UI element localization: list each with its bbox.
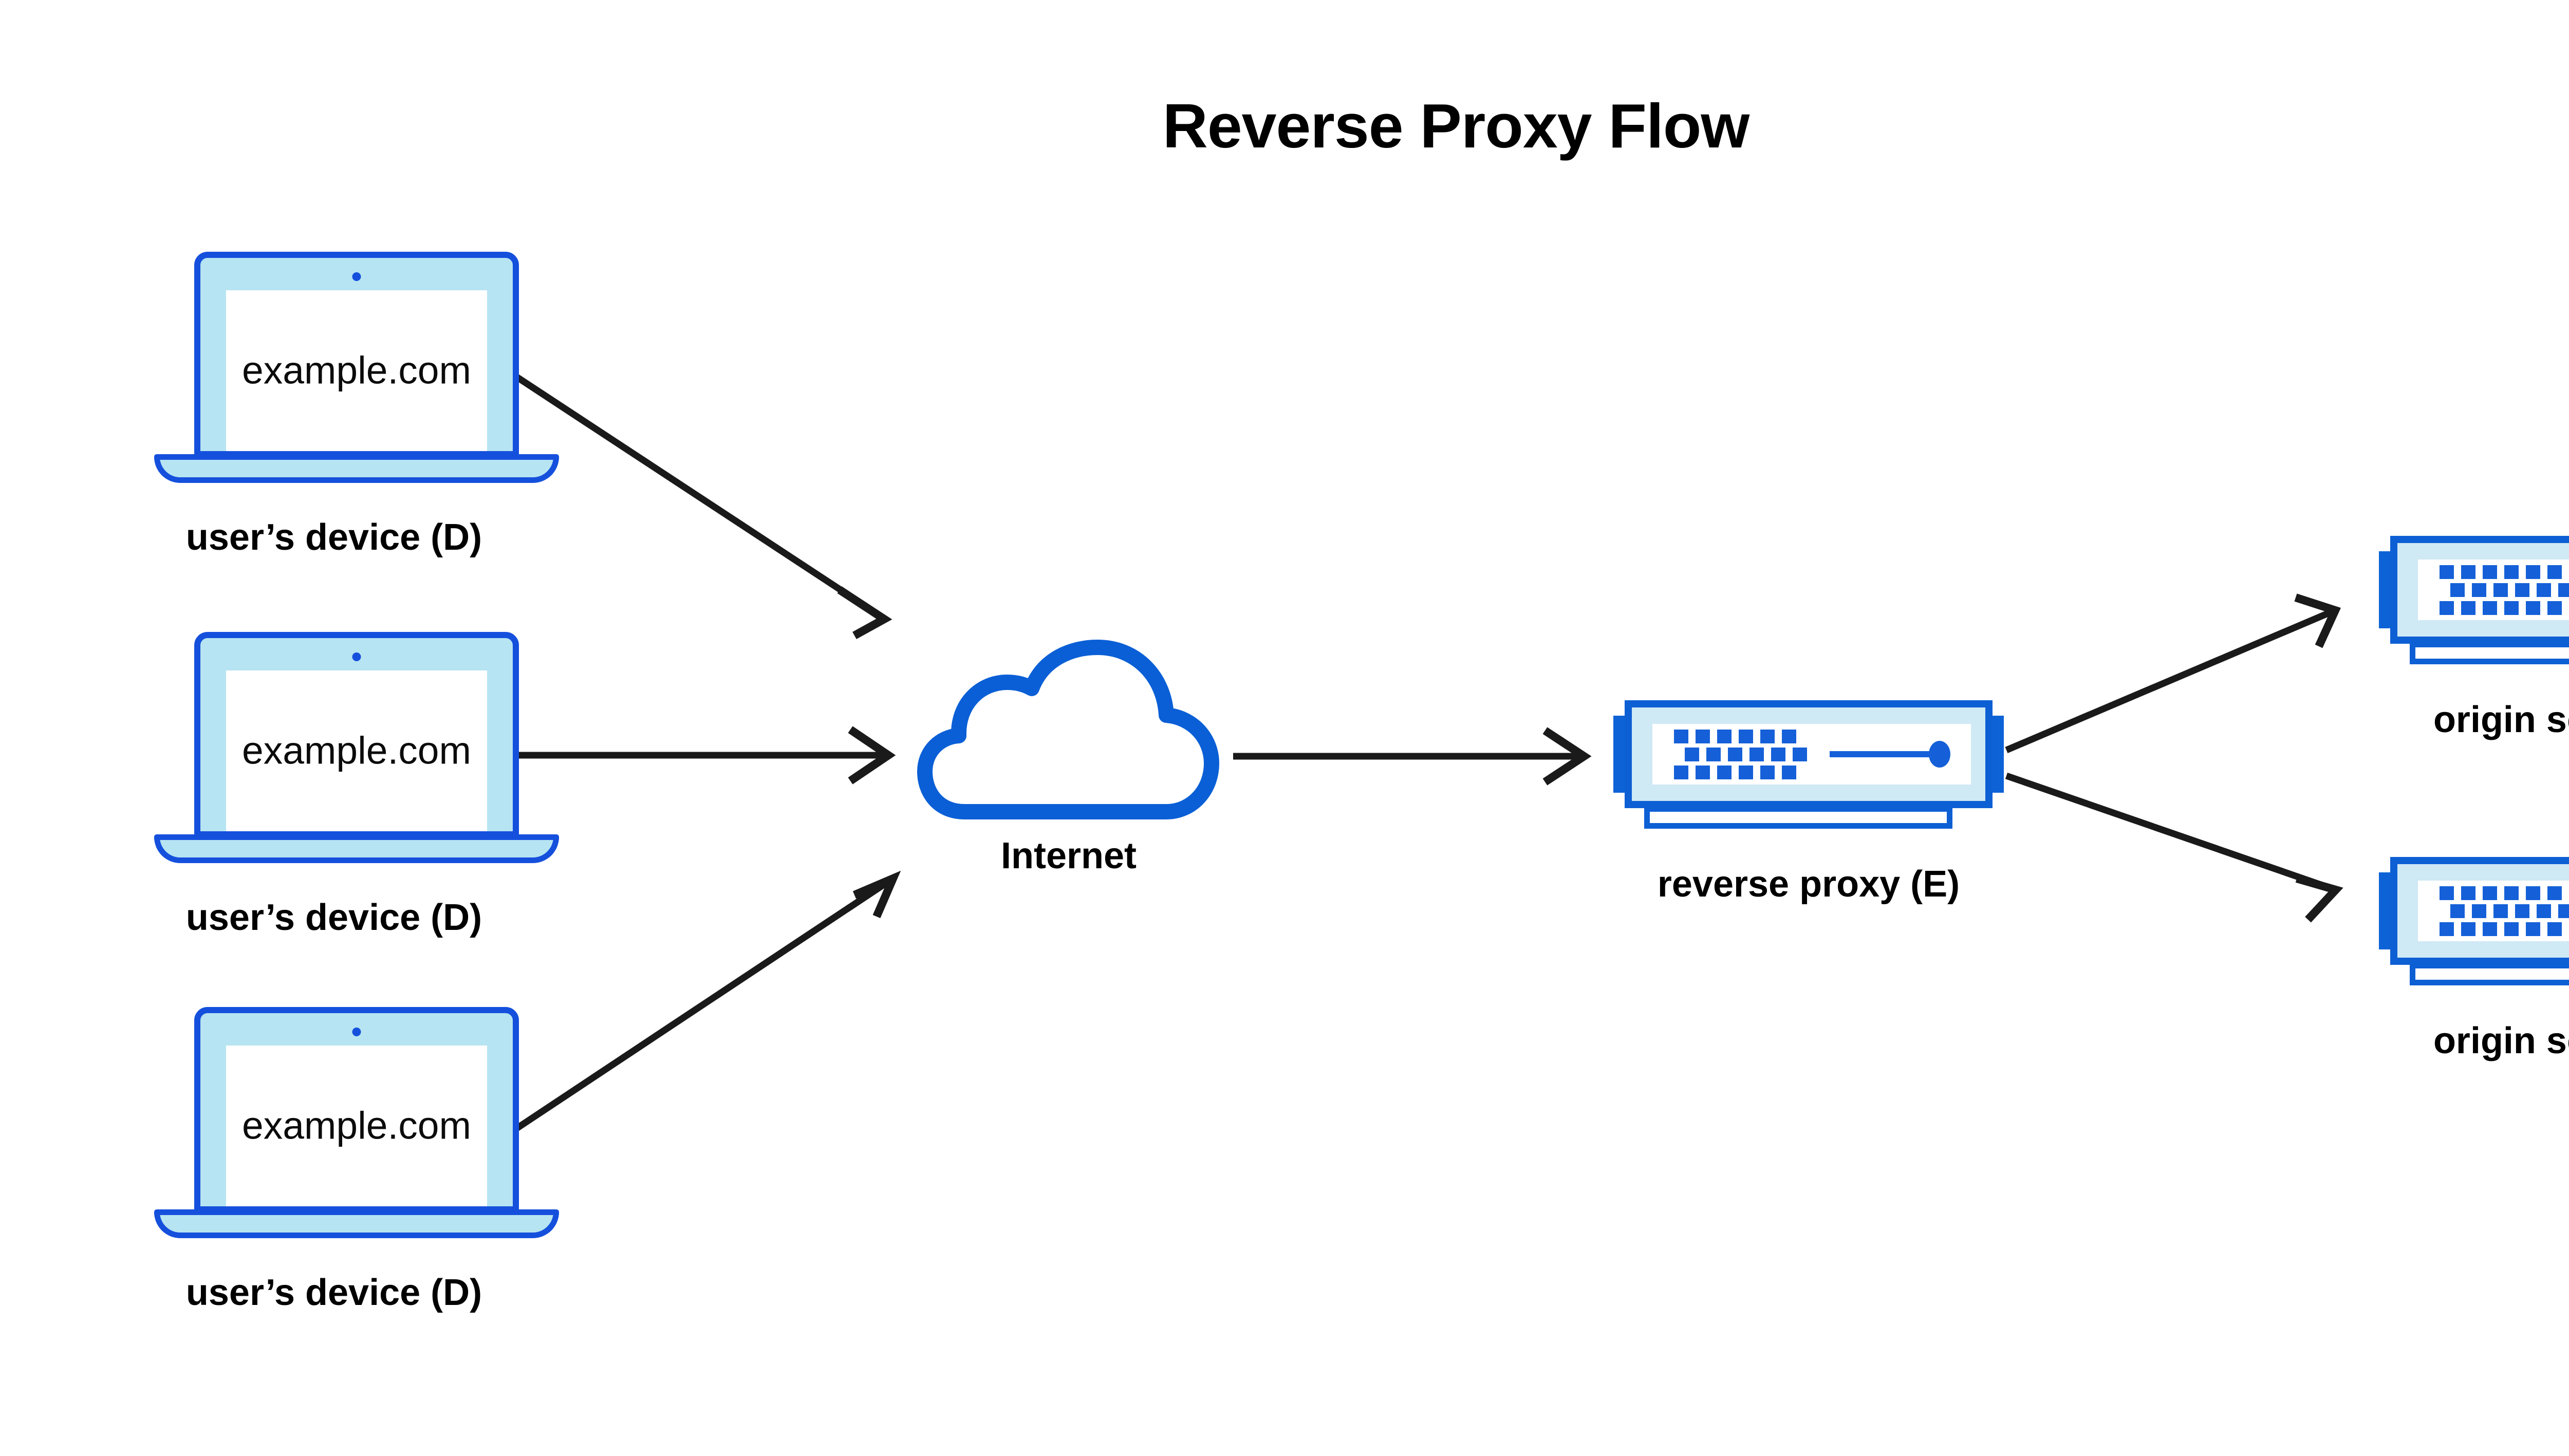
edge-device1-internet bbox=[512, 372, 885, 621]
server-base bbox=[1644, 806, 1952, 829]
page-title: Reverse Proxy Flow bbox=[1162, 91, 1750, 161]
node-label-user-device-1: user’s device (D) bbox=[185, 517, 482, 558]
laptop-screen: example.com bbox=[226, 670, 487, 831]
node-label-user-device-3: user’s device (D) bbox=[185, 1272, 482, 1313]
server-frame bbox=[1625, 700, 1993, 808]
node-label-origin-server-1: origin server (F) bbox=[2433, 699, 2569, 740]
server-panel bbox=[1652, 724, 1971, 785]
server-icon bbox=[2379, 532, 2569, 665]
node-origin-server-1[interactable]: origin server (F) bbox=[2379, 532, 2569, 740]
node-user-device-1[interactable]: example.com user’s device (D) bbox=[154, 252, 559, 558]
server-vent-grid bbox=[2440, 886, 2569, 936]
server-icon bbox=[1613, 696, 2004, 830]
laptop-icon: example.com bbox=[154, 1007, 559, 1248]
node-internet[interactable]: Internet bbox=[915, 637, 1223, 876]
laptop-base bbox=[154, 1209, 559, 1238]
server-frame bbox=[2390, 536, 2569, 644]
node-user-device-2[interactable]: example.com user’s device (D) bbox=[154, 632, 559, 938]
node-label-user-device-2: user’s device (D) bbox=[185, 897, 482, 938]
server-frame bbox=[2390, 857, 2569, 965]
arrowhead-device2-internet bbox=[848, 726, 896, 785]
laptop-screen: example.com bbox=[226, 290, 487, 451]
server-base bbox=[2410, 642, 2569, 664]
server-icon bbox=[2379, 853, 2569, 986]
laptop-screen: example.com bbox=[226, 1046, 487, 1206]
server-vent-grid bbox=[1674, 730, 1807, 779]
camera-dot-icon bbox=[352, 652, 361, 661]
laptop-lid: example.com bbox=[194, 1007, 519, 1212]
node-label-reverse-proxy: reverse proxy (E) bbox=[1657, 864, 1960, 905]
server-status-line bbox=[1830, 751, 1932, 757]
arrowhead-device1-internet bbox=[837, 586, 892, 640]
arrowhead-proxy-origin1 bbox=[2294, 593, 2341, 648]
screen-url-text: example.com bbox=[241, 728, 471, 772]
screen-url-text: example.com bbox=[241, 1103, 471, 1147]
server-base bbox=[2410, 963, 2569, 985]
edge-proxy-origin1 bbox=[2005, 608, 2334, 753]
laptop-base bbox=[154, 454, 559, 483]
node-label-internet: Internet bbox=[1000, 835, 1137, 876]
node-origin-server-2[interactable]: origin server (F) bbox=[2379, 853, 2569, 1061]
node-reverse-proxy[interactable]: reverse proxy (E) bbox=[1613, 696, 2004, 905]
arrowhead-proxy-origin2 bbox=[2295, 874, 2343, 923]
arrowhead-device3-internet bbox=[852, 870, 901, 919]
node-label-origin-server-2: origin server (F) bbox=[2433, 1020, 2569, 1061]
node-user-device-3[interactable]: example.com user’s device (D) bbox=[154, 1007, 559, 1313]
camera-dot-icon bbox=[352, 272, 361, 281]
laptop-icon: example.com bbox=[154, 252, 559, 493]
laptop-lid: example.com bbox=[194, 632, 519, 837]
laptop-base bbox=[154, 834, 559, 863]
cloud-icon bbox=[915, 637, 1223, 822]
server-led-icon bbox=[1929, 741, 1950, 768]
server-panel bbox=[2418, 881, 2569, 941]
server-panel bbox=[2418, 559, 2569, 620]
laptop-lid: example.com bbox=[194, 252, 519, 457]
edge-proxy-origin2 bbox=[2005, 772, 2334, 892]
screen-url-text: example.com bbox=[241, 348, 471, 391]
server-vent-grid bbox=[2440, 565, 2569, 615]
camera-dot-icon bbox=[352, 1028, 361, 1036]
edge-device3-internet bbox=[512, 876, 893, 1133]
arrowhead-internet-proxy bbox=[1542, 727, 1592, 786]
laptop-icon: example.com bbox=[154, 632, 559, 873]
